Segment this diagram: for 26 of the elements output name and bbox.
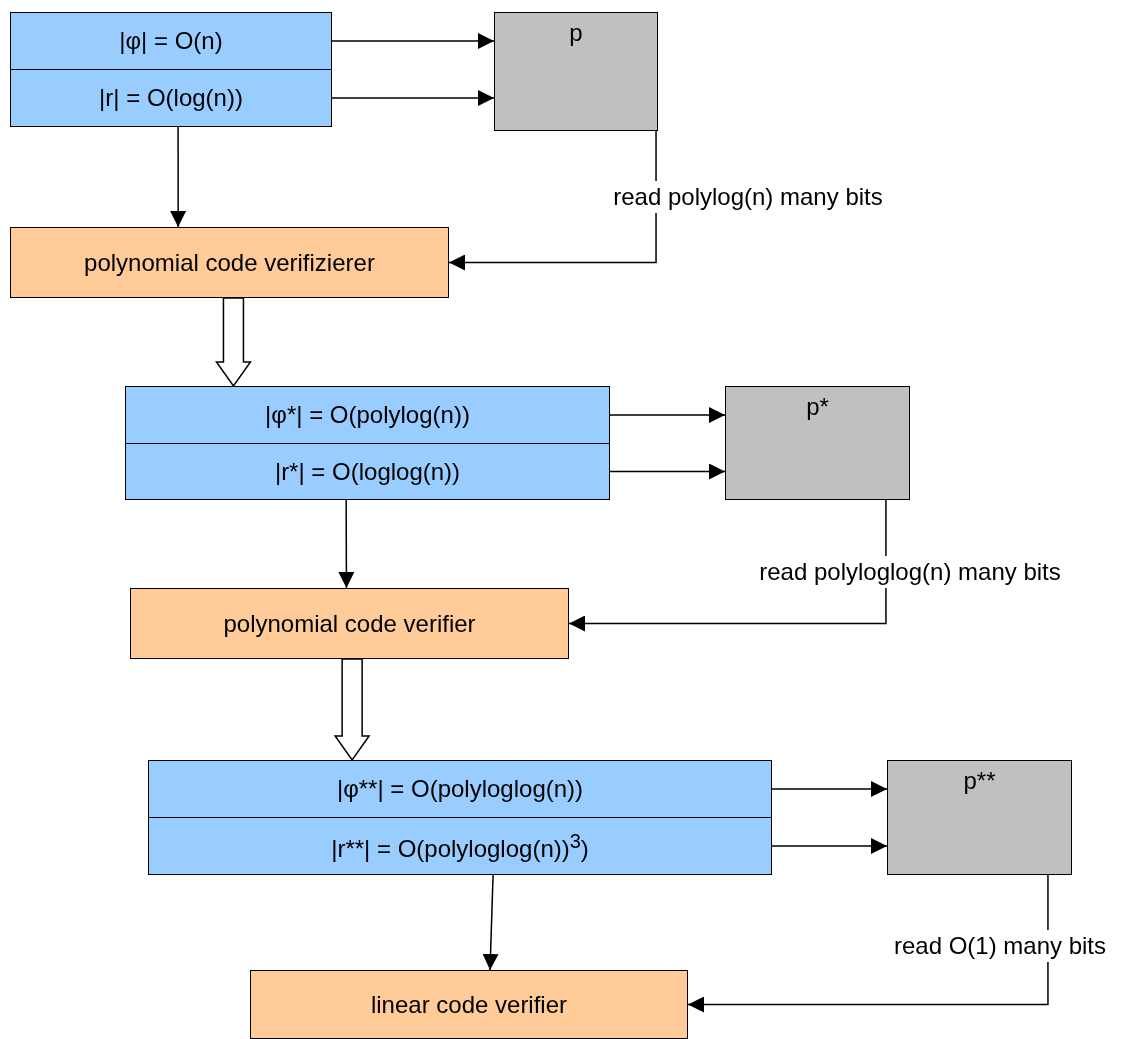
arrow	[448, 130, 657, 271]
verifier-box: polynomial code verifizierer	[10, 227, 449, 298]
arrow	[771, 838, 888, 854]
arrow	[331, 33, 495, 49]
verifier-box: polynomial code verifier	[130, 588, 569, 659]
arrow	[338, 499, 355, 589]
input-box: |r**| = O(polyloglog(n))$^{3}$)	[148, 817, 772, 875]
proof-box: p	[494, 12, 658, 131]
verifier-box: linear code verifier	[250, 970, 688, 1039]
input-box: |φ*| = O(polylog(n))	[125, 386, 610, 444]
input-box: |φ**| = O(polyloglog(n))	[148, 760, 772, 818]
arrow	[609, 463, 726, 480]
proof-box: p*	[725, 386, 910, 500]
arrow	[331, 90, 495, 106]
arrow	[771, 781, 888, 797]
input-box: |r| = O(log(n))	[10, 69, 332, 127]
arrow	[687, 874, 1049, 1013]
proof-box: p**	[887, 760, 1072, 875]
input-box: |φ| = O(n)	[10, 12, 332, 70]
arrow	[609, 407, 726, 423]
arrow	[568, 499, 887, 632]
arrow	[170, 126, 187, 228]
arrow	[482, 874, 499, 971]
block-arrow	[215, 297, 252, 388]
input-box: |r*| = O(loglog(n))	[125, 443, 610, 500]
block-arrow	[333, 658, 371, 762]
